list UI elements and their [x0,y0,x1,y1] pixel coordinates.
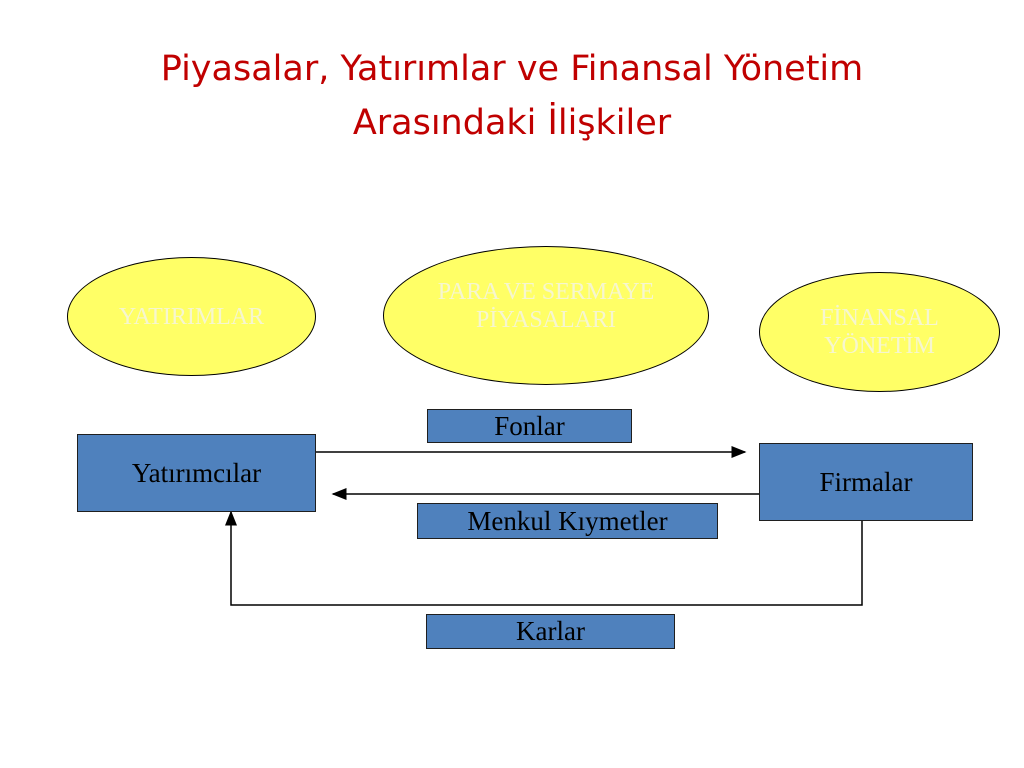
investors-label: Yatırımcılar [131,457,262,488]
firms-label: Firmalar [819,466,913,497]
investments-ellipse: YATIRIMLAR [67,257,316,376]
slide-title-line-1: Piyasalar, Yatırımlar ve Finansal Yöneti… [160,49,864,89]
financial-management-label: FİNANSAL YÖNETİM [820,305,939,359]
slide-title-line-2: Arasındaki İlişkiler [352,103,672,143]
profits-arrow [225,510,863,606]
profits-label-box: Karlar [426,614,675,649]
profits-label: Karlar [516,616,585,646]
financial-management-ellipse: FİNANSAL YÖNETİM [759,272,1000,392]
markets-label: PARA VE SERMAYE PİYASALARI [437,278,655,333]
funds-label: Fonlar [494,410,565,441]
investors-box: Yatırımcılar [77,434,316,512]
funds-label-box: Fonlar [427,409,632,443]
slide-title: Piyasalar, Yatırımlar ve Finansal Yöneti… [0,42,1024,150]
investments-label: YATIRIMLAR [118,303,265,330]
securities-label: Menkul Kıymetler [467,505,668,536]
markets-ellipse: PARA VE SERMAYE PİYASALARI [383,246,709,385]
securities-label-box: Menkul Kıymetler [417,503,718,539]
firms-box: Firmalar [759,443,973,521]
